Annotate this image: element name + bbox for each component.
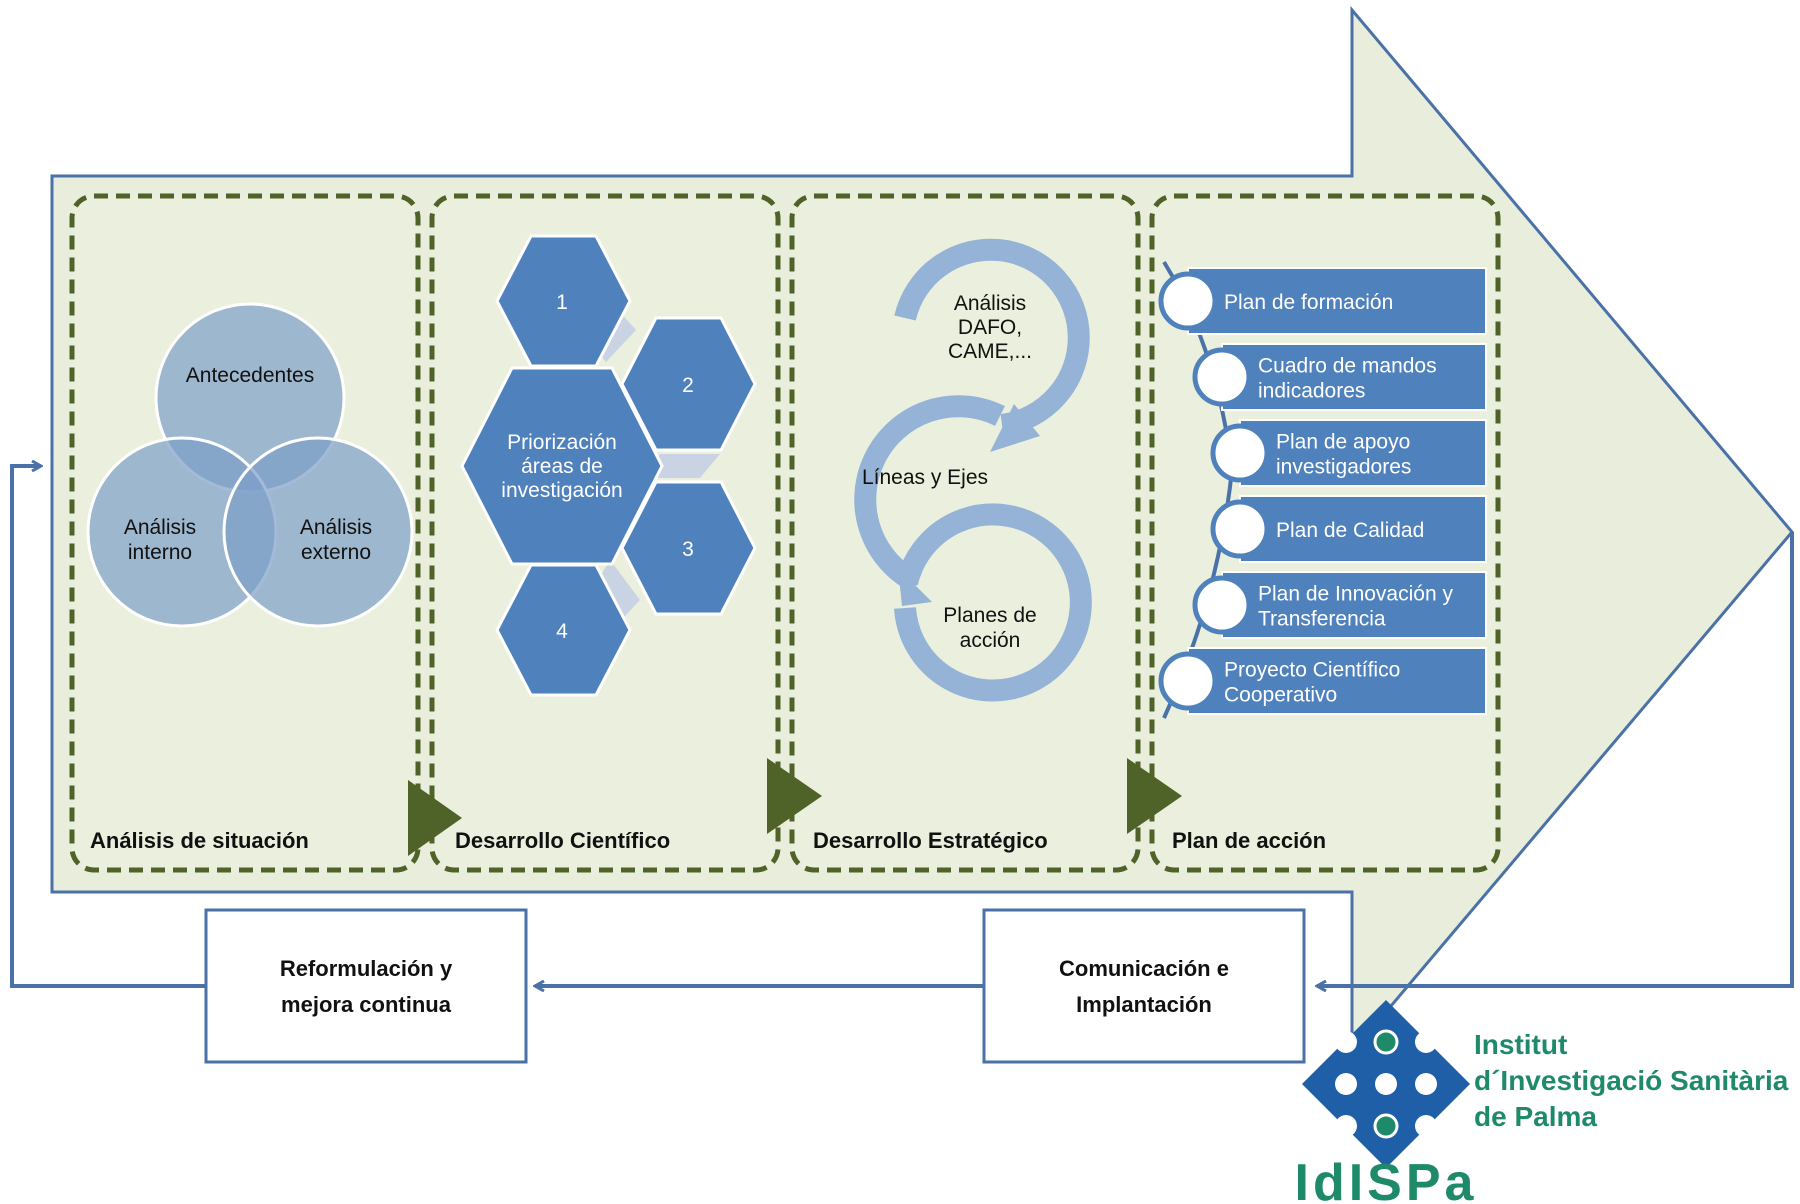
plan-label: Plan de formación	[1224, 291, 1393, 314]
stage-connector-arrow	[1127, 758, 1182, 834]
venn-label-interno-2: interno	[128, 541, 192, 564]
hexagon-center	[460, 366, 664, 566]
logo-acronym: IdISPa	[1295, 1154, 1478, 1204]
strategy-cycle: Análisis DAFO, CAME,... Líneas y Ejes Pl…	[854, 238, 1092, 702]
plan-bullet-icon	[1192, 347, 1252, 407]
logo-dot	[1415, 1073, 1437, 1095]
cycle-arrow-middle	[854, 395, 1005, 593]
plan-label: Cuadro de mandos	[1258, 355, 1437, 378]
hexagon-label-3: 3	[682, 538, 694, 561]
cycle-label-bottom-2: acción	[960, 629, 1021, 652]
plan-bullet-icon	[1192, 575, 1252, 635]
logo-dot	[1373, 1029, 1399, 1055]
hexagon-center-label-3: investigación	[501, 479, 622, 502]
stage-title: Desarrollo Científico	[455, 828, 670, 853]
logo-line-3: de Palma	[1474, 1101, 1597, 1132]
reformulacion-label-2: mejora continua	[281, 992, 452, 1017]
reformulacion-box	[204, 908, 528, 1064]
stage-title: Análisis de situación	[90, 828, 309, 853]
cycle-arrowhead-top	[990, 404, 1040, 452]
venn-diagram: Antecedentes Análisis interno Análisis e…	[86, 302, 414, 628]
plan-label: Proyecto Científico	[1224, 659, 1400, 682]
venn-label-externo-1: Análisis	[300, 516, 372, 539]
plan-bullet-icon	[1210, 423, 1270, 483]
plan-label: Transferencia	[1258, 608, 1386, 631]
plan-bullet-icon	[1158, 271, 1218, 331]
comunicacion-label-2: Implantación	[1076, 992, 1212, 1017]
plan-label: Plan de Calidad	[1276, 519, 1424, 542]
plan-bar	[1187, 267, 1487, 335]
comunicacion-label-1: Comunicación e	[1059, 956, 1229, 981]
comunicacion-box	[982, 908, 1306, 1064]
stage-connector-arrow	[408, 780, 462, 856]
logo-dot	[1335, 1031, 1357, 1053]
reformulacion-label-1: Reformulación y	[280, 956, 453, 981]
hexagon-label-4: 4	[556, 620, 568, 643]
cycle-label-bottom-1: Planes de	[943, 604, 1036, 627]
logo-dot	[1415, 1115, 1437, 1137]
hexagon-2	[620, 316, 757, 452]
logo-dot	[1335, 1115, 1357, 1137]
feedback-loop: Comunicación e Implantación Reformulació…	[10, 466, 1794, 1064]
cycle-label-middle: Líneas y Ejes	[862, 466, 988, 489]
hexagon-center-label-2: áreas de	[521, 455, 603, 478]
idispa-logo: Institut d´Investigació Sanitària de Pal…	[1295, 1000, 1789, 1204]
stage-title: Desarrollo Estratégico	[813, 828, 1048, 853]
venn-label-externo-2: externo	[301, 541, 371, 564]
logo-dot	[1373, 1113, 1399, 1139]
hexagon-label-2: 2	[682, 374, 694, 397]
stage-connector-arrow	[767, 758, 822, 834]
logo-line-1: Institut	[1474, 1029, 1567, 1060]
plan-label: Plan de apoyo	[1276, 431, 1410, 454]
hexagon-label-1: 1	[556, 291, 568, 314]
loop-line-left	[10, 466, 206, 988]
plan-bar	[1221, 343, 1487, 411]
plan-label: investigadores	[1276, 456, 1411, 479]
hexagon-3	[620, 480, 757, 616]
plan-item: Plan de Calidad	[1210, 495, 1487, 563]
plan-bar	[1221, 571, 1487, 639]
cycle-label-top-1: Análisis	[954, 292, 1026, 315]
plan-bullet-icon	[1210, 499, 1270, 559]
logo-line-2: d´Investigació Sanitària	[1474, 1065, 1789, 1096]
plan-bar	[1239, 495, 1487, 563]
cycle-arrow-bottom	[894, 503, 1092, 702]
logo-dot	[1415, 1031, 1437, 1053]
stage-desarrollo-estrategico: Desarrollo Estratégico	[789, 193, 1141, 873]
plan-bar	[1239, 419, 1487, 487]
loop-line-right	[1318, 532, 1794, 986]
venn-label-antecedentes: Antecedentes	[186, 364, 314, 387]
logo-dot	[1335, 1073, 1357, 1095]
plan-bullet-icon	[1158, 651, 1218, 711]
venn-label-interno-1: Análisis	[124, 516, 196, 539]
cycle-label-top-3: CAME,...	[948, 340, 1032, 363]
logo-dot	[1375, 1073, 1397, 1095]
plan-item: Plan de formación	[1158, 267, 1487, 335]
hexagon-cluster: 1 2 3 4 Priorización áreas de investigac…	[460, 234, 757, 697]
plan-label: Cooperativo	[1224, 684, 1337, 707]
plan-label: indicadores	[1258, 380, 1365, 403]
hexagon-center-label-1: Priorización	[507, 431, 617, 454]
plan-label: Plan de Innovación y	[1258, 583, 1453, 606]
cycle-label-top-2: DAFO,	[958, 316, 1022, 339]
cycle-arrow-top	[894, 238, 1090, 436]
venn-circle-externo	[222, 436, 414, 628]
stage-title: Plan de acción	[1172, 828, 1326, 853]
hexagon-1	[495, 234, 632, 368]
